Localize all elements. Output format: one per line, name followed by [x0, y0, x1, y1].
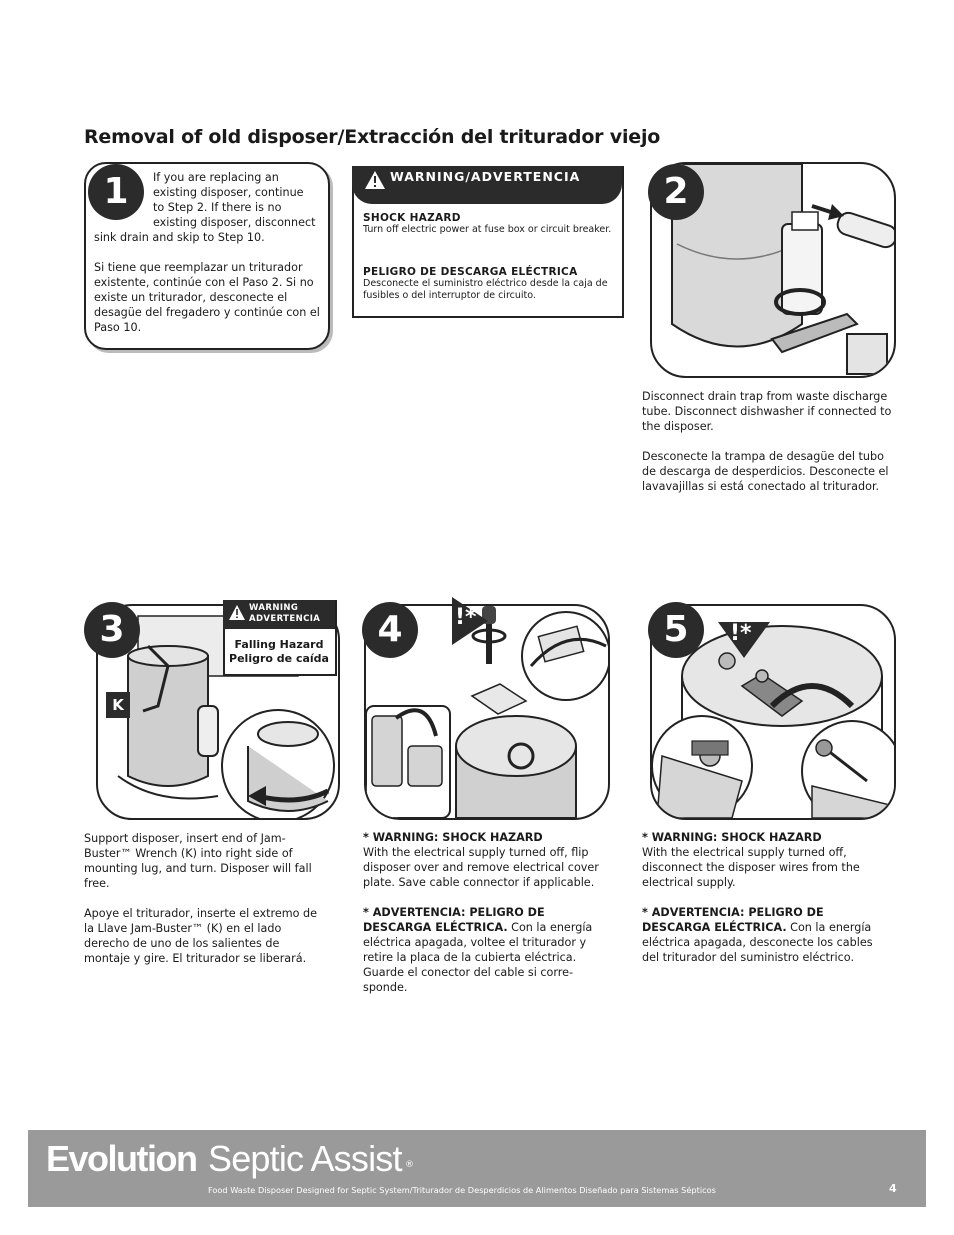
wrench-k-label: K	[106, 692, 130, 718]
alert-exclamation-icon	[452, 597, 488, 645]
step4-es-text: Con la energía eléctrica apagada, voltee…	[363, 921, 593, 994]
warning-triangle-icon	[365, 171, 385, 189]
falling-hazard-header-text: WARNING ADVERTENCIA	[249, 603, 321, 624]
step1-en-line: existing disposer, disconnect	[153, 216, 316, 229]
step5-es-text: Con la energía eléctrica apagada, descon…	[642, 921, 873, 964]
footer-subtitle: Food Waste Disposer Designed for Septic …	[208, 1185, 716, 1195]
step1-en-line: to Step 2. If there is no	[153, 201, 282, 214]
step2-illustration	[650, 162, 896, 378]
step2-en-text: Disconnect drain trap from waste dischar…	[642, 390, 892, 433]
step4-text: * WARNING: SHOCK HAZARD With the electri…	[363, 830, 613, 995]
page-title: Removal of old disposer/Extracción del t…	[84, 126, 661, 148]
step5-number: 5	[648, 602, 704, 658]
step3-es-text: Apoye el triturador, inserte el extremo …	[84, 907, 317, 965]
disposer-drain-trap-illustration	[671, 164, 894, 375]
footer-bar	[28, 1130, 926, 1207]
disposer-cover-plate-illustration	[366, 606, 608, 818]
brand-name-light: Septic Assist	[208, 1138, 402, 1179]
warning-item-title: PELIGRO DE DESCARGA ELÉCTRICA	[363, 266, 578, 278]
step1-en-line: sink drain and skip to Step 10.	[94, 231, 265, 244]
step1-number: 1	[88, 164, 144, 220]
warning-item-text: Turn off electric power at fuse box or c…	[363, 224, 612, 235]
step4-number: 4	[362, 602, 418, 658]
alert-exclamation-icon	[718, 622, 770, 658]
warning-item-shock: SHOCK HAZARD Turn off electric power at …	[363, 212, 613, 236]
step3-text: Support disposer, insert end of Jam-Bust…	[84, 831, 324, 981]
step1-en-line: If you are replacing an	[153, 171, 279, 184]
step4-advertencia-title: * ADVERTENCIA: PELIGRO DE DESCARGA ELÉCT…	[363, 906, 545, 934]
warning-item-title: SHOCK HAZARD	[363, 212, 461, 224]
step5-advertencia-title: * ADVERTENCIA: PELIGRO DE DESCARGA ELÉCT…	[642, 906, 824, 934]
brand-name-bold: Evolution	[46, 1138, 198, 1179]
step4-warning-title: * WARNING: SHOCK HAZARD	[363, 831, 543, 844]
alert-mark-step5: !*	[730, 621, 752, 646]
disposer-wires-illustration	[652, 625, 894, 818]
step1-en-line: existing disposer, continue	[153, 186, 304, 199]
registered-mark: ®	[405, 1160, 414, 1170]
step5-text: * WARNING: SHOCK HAZARD With the electri…	[642, 830, 892, 965]
alert-mark-step4: !*	[455, 605, 477, 630]
step1-es-text: Si tiene que reemplazar un triturador ex…	[94, 261, 320, 334]
warning-triangle-icon	[229, 605, 245, 620]
warning-header-text: WARNING/ADVERTENCIA	[390, 169, 581, 184]
page-number: 4	[889, 1182, 897, 1195]
step4-en-text: With the electrical supply turned off, f…	[363, 846, 599, 889]
warning-header-bar	[352, 166, 622, 204]
falling-hazard-text: Falling Hazard Peligro de caída	[229, 638, 329, 665]
step5-warning-title: * WARNING: SHOCK HAZARD	[642, 831, 822, 844]
step1-text: If you are replacing an existing dispose…	[94, 170, 326, 335]
step5-en-text: With the electrical supply turned off, d…	[642, 846, 860, 889]
step3-number: 3	[84, 602, 140, 658]
step2-text: Disconnect drain trap from waste dischar…	[642, 389, 900, 509]
step2-es-text: Desconecte la trampa de desagüe del tubo…	[642, 450, 889, 493]
step2-number: 2	[648, 164, 704, 220]
step3-en-text: Support disposer, insert end of Jam-Bust…	[84, 832, 312, 890]
falling-hazard-header: WARNING ADVERTENCIA	[223, 600, 335, 629]
warning-item-peligro: PELIGRO DE DESCARGA ELÉCTRICA Desconecte…	[363, 266, 613, 302]
warning-item-text: Desconecte el suministro eléctrico desde…	[363, 278, 608, 301]
